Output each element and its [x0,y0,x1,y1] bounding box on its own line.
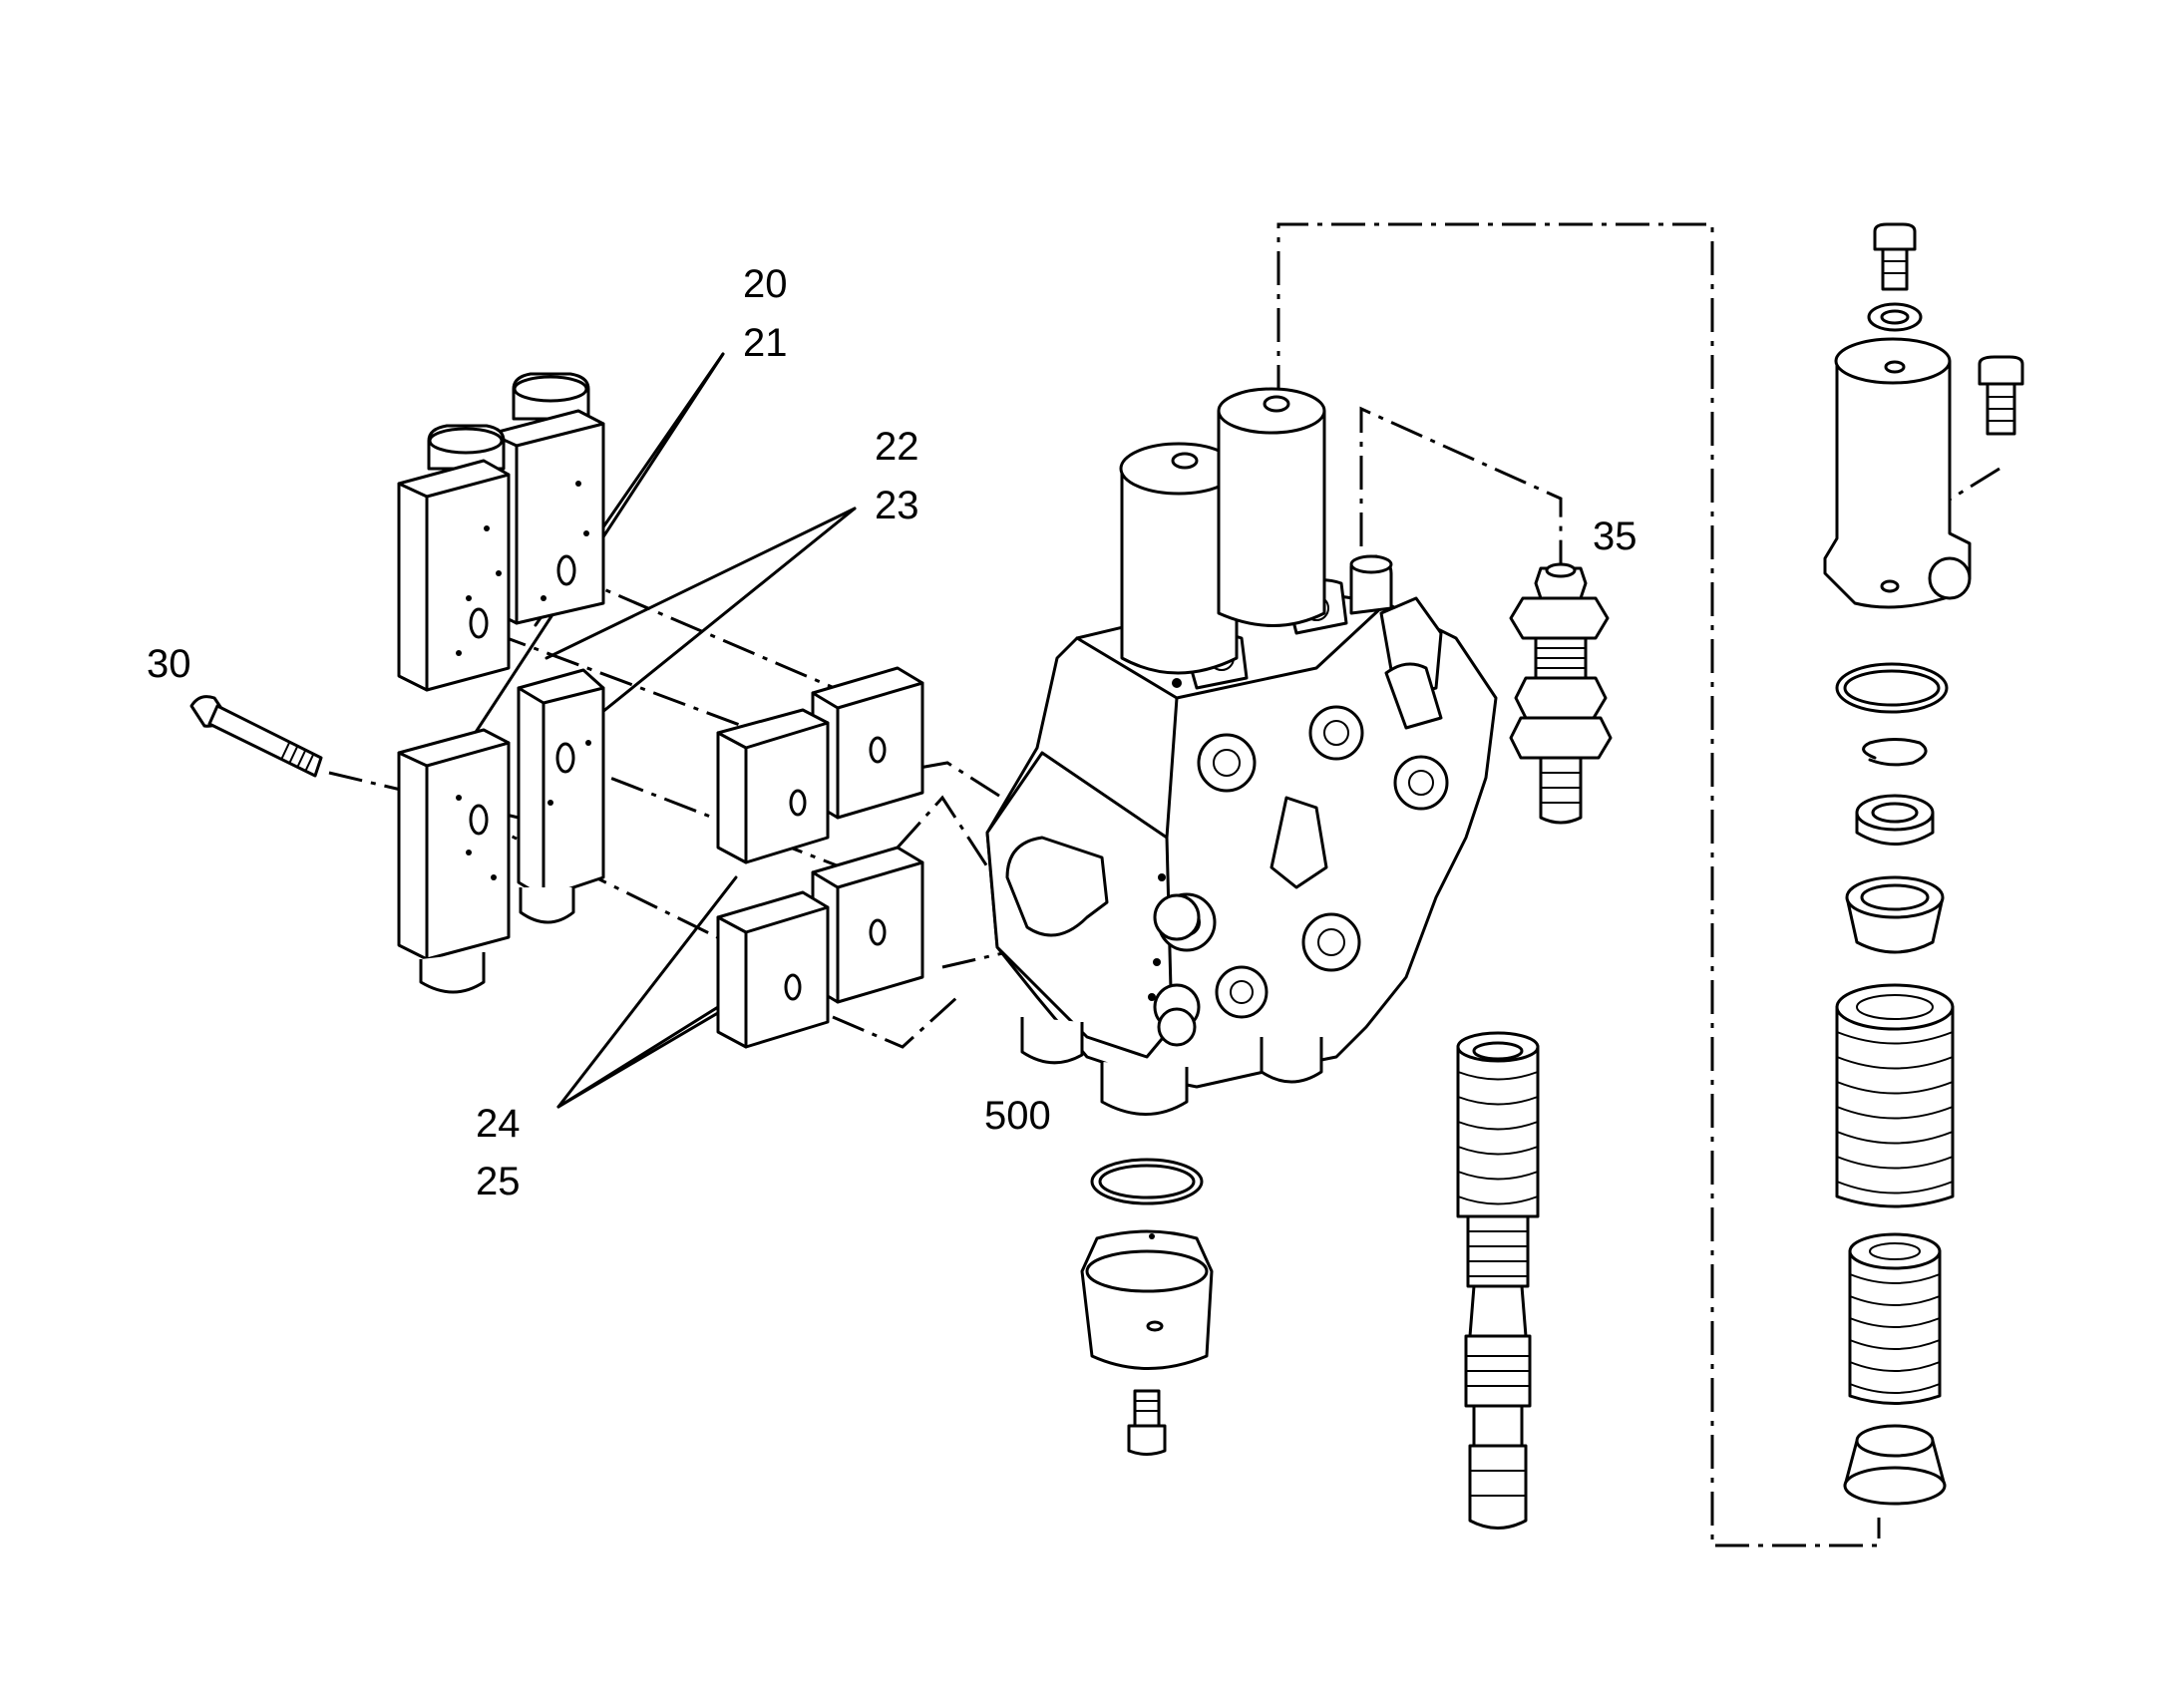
callout-labels: 20 21 22 23 30 35 24 25 500 [147,262,1637,1203]
callout-30: 30 [147,642,191,686]
spool-stack-centre [1456,1031,1540,1530]
washer [1867,302,1923,332]
large-spring [1835,983,1955,1208]
o-ring-right [1835,662,1949,714]
snap-ring [1862,738,1928,767]
bottom-cap [1080,1229,1214,1370]
callout-500: 500 [984,1094,1051,1138]
cap-screw [1127,1389,1167,1456]
solenoid-valve-lower-front [397,728,511,994]
callout-25: 25 [476,1160,521,1203]
block-lower-front [716,890,830,1049]
solenoid-valve-lower-rear [517,668,605,924]
solenoid-valve-upper-front [397,424,511,692]
piston-cap [1823,337,1972,609]
valve-body-500 [985,387,1498,1116]
spring-seat [1845,875,1945,954]
callout-21: 21 [743,321,788,365]
bottom-seat [1843,1424,1947,1506]
side-screw [1978,355,2024,436]
bolt-30 [189,695,323,778]
bushing [1855,794,1935,846]
callout-20: 20 [743,262,788,306]
small-spring [1848,1232,1942,1405]
block-upper-front [716,708,830,864]
callout-23: 23 [875,484,919,527]
o-ring-bottom [1090,1158,1204,1205]
callout-24: 24 [476,1102,521,1146]
callout-35: 35 [1593,514,1637,558]
callout-22: 22 [875,425,919,469]
fitting-35 [1509,562,1613,825]
top-screw [1873,222,1917,291]
